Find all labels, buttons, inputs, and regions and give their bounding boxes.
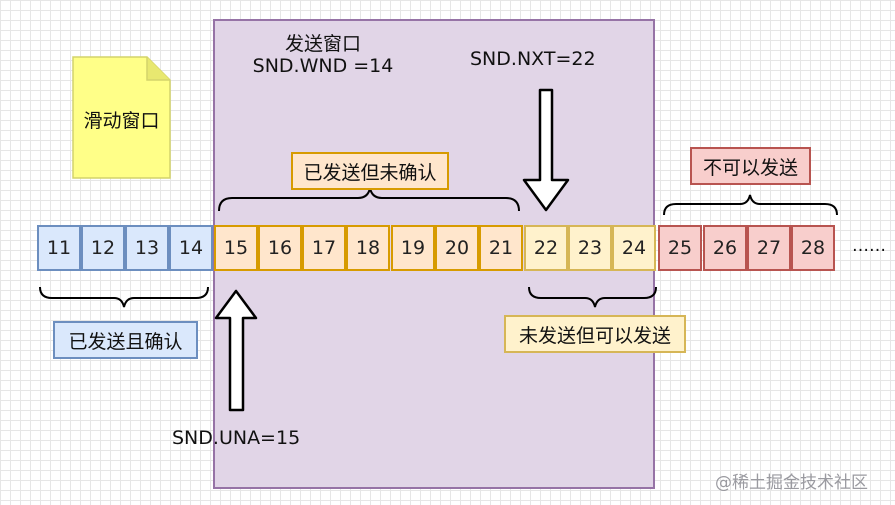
segment-cell-17: 17 bbox=[302, 225, 346, 271]
segment-cell-27: 27 bbox=[747, 225, 791, 271]
snd-nxt-label: SND.NXT=22 bbox=[470, 48, 596, 70]
more-ellipsis: …… bbox=[852, 236, 886, 256]
segment-cell-19: 19 bbox=[391, 225, 435, 271]
segment-cell-11: 11 bbox=[37, 225, 81, 271]
segment-cell-13: 13 bbox=[125, 225, 169, 271]
segment-cell-26: 26 bbox=[703, 225, 747, 271]
segment-cell-20: 20 bbox=[435, 225, 479, 271]
segment-cell-21: 21 bbox=[479, 225, 523, 271]
sliding-window-note: 滑动窗口 bbox=[83, 110, 160, 132]
sent-unacked-label: 已发送但未确认 bbox=[291, 152, 449, 190]
usable-brace bbox=[528, 286, 657, 308]
acked-brace bbox=[39, 286, 209, 308]
segment-cell-23: 23 bbox=[568, 225, 612, 271]
acked-label: 已发送且确认 bbox=[53, 321, 198, 359]
snd-wnd-label: SND.WND =14 bbox=[252, 55, 394, 77]
watermark: @稀土掘金技术社区 bbox=[715, 473, 868, 493]
blocked-brace bbox=[663, 194, 838, 216]
segment-cell-12: 12 bbox=[81, 225, 125, 271]
segment-cell-25: 25 bbox=[658, 225, 702, 271]
segment-cell-18: 18 bbox=[346, 225, 390, 271]
usable-label: 未发送但可以发送 bbox=[504, 315, 686, 353]
snd-una-arrow bbox=[214, 289, 258, 412]
segment-cell-24: 24 bbox=[612, 225, 656, 271]
segment-cell-28: 28 bbox=[791, 225, 835, 271]
sent-unacked-brace bbox=[218, 187, 520, 212]
segment-cell-16: 16 bbox=[258, 225, 302, 271]
blocked-label: 不可以发送 bbox=[690, 147, 811, 185]
snd-nxt-arrow bbox=[522, 88, 570, 212]
send-window-title: 发送窗口 bbox=[284, 33, 361, 55]
segment-cell-15: 15 bbox=[214, 225, 258, 271]
segment-cell-22: 22 bbox=[524, 225, 568, 271]
snd-una-label: SND.UNA=15 bbox=[172, 427, 301, 449]
segment-cell-14: 14 bbox=[169, 225, 213, 271]
